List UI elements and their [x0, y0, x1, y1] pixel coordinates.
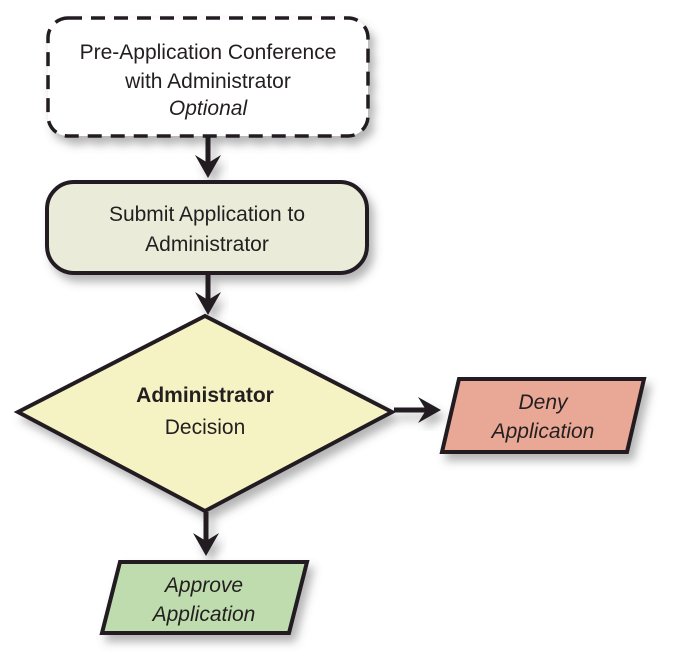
arrow-pre-to-submit	[195, 137, 221, 178]
node-pre-application-conference: Pre-Application Conference with Administ…	[46, 16, 370, 138]
arrow-decision-to-approve	[193, 512, 219, 556]
pre-application-line1: Pre-Application Conference	[80, 41, 337, 64]
approve-application-line2: Application	[151, 603, 256, 626]
submit-application-shape	[45, 180, 369, 275]
approve-application-line1: Approve	[163, 574, 243, 597]
arrow-decision-to-deny	[394, 397, 441, 423]
pre-application-shape	[46, 16, 370, 138]
administrator-decision-shape	[13, 313, 397, 514]
deny-application-shape	[439, 377, 647, 454]
deny-application-line1: Deny	[518, 391, 569, 414]
arrow-decision-to-deny-head	[418, 397, 441, 423]
pre-application-optional-label: Optional	[169, 97, 249, 120]
node-submit-application: Submit Application to Administrator	[45, 180, 369, 275]
arrow-decision-to-approve-head	[193, 533, 219, 556]
approve-application-shape	[99, 560, 310, 635]
submit-application-line2: Administrator	[145, 233, 269, 256]
arrow-pre-to-submit-head	[195, 155, 221, 178]
node-approve-application: Approve Application	[99, 560, 310, 635]
submit-application-line1: Submit Application to	[109, 203, 305, 226]
administrator-decision-line1: Administrator	[136, 384, 274, 407]
pre-application-line2: with Administrator	[124, 70, 291, 93]
node-administrator-decision: Administrator Decision	[13, 313, 397, 514]
administrator-decision-line2: Decision	[165, 416, 246, 439]
arrow-submit-to-decision-head	[195, 292, 221, 315]
arrow-submit-to-decision	[195, 275, 221, 315]
node-deny-application: Deny Application	[439, 377, 647, 454]
deny-application-line2: Application	[490, 420, 595, 443]
